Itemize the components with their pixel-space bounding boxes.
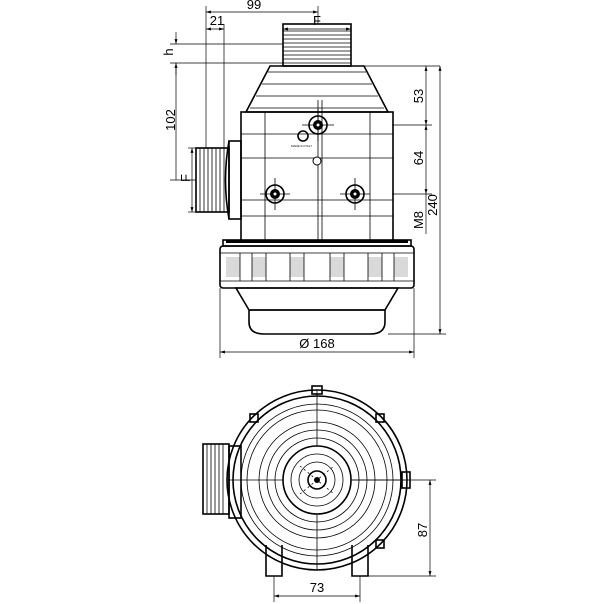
- bolt-left: [260, 178, 290, 210]
- foot-left: [265, 545, 283, 577]
- top-outlet: [282, 23, 352, 67]
- dim-102: 102: [163, 109, 178, 131]
- front-dimensions: 99 21 F h 102 F 53 64 M8: [161, 0, 446, 358]
- top-view: [202, 385, 411, 577]
- dim-53: 53: [411, 89, 426, 103]
- dim-99: 99: [247, 0, 261, 12]
- top-view-dimensions: 87 73: [273, 479, 436, 602]
- top-view-inlet: [202, 443, 242, 519]
- bowl: [234, 287, 400, 335]
- body-shoulder: [244, 65, 390, 113]
- dim-64: 64: [411, 151, 426, 165]
- ring-nut: [219, 239, 415, 289]
- bolt-top: [302, 109, 334, 141]
- dim-diameter-168: Ø 168: [299, 336, 334, 351]
- side-inlet: [195, 140, 242, 220]
- foot-right: [351, 545, 369, 577]
- front-view: MADE IN ITALY: [195, 23, 415, 335]
- dim-21: 21: [210, 13, 224, 28]
- dim-240: 240: [425, 194, 440, 216]
- dim-thread-top: F: [313, 13, 321, 28]
- dim-thread-side: F: [178, 174, 193, 182]
- dim-73: 73: [310, 580, 324, 595]
- bolt-right: [340, 178, 370, 210]
- plate-text: MADE IN ITALY: [291, 144, 312, 148]
- dim-m8: M8: [411, 211, 426, 229]
- dim-h: h: [161, 48, 176, 55]
- dim-87: 87: [415, 523, 430, 537]
- maker-plate: MADE IN ITALY: [291, 130, 322, 166]
- top-view-ring: [226, 385, 411, 571]
